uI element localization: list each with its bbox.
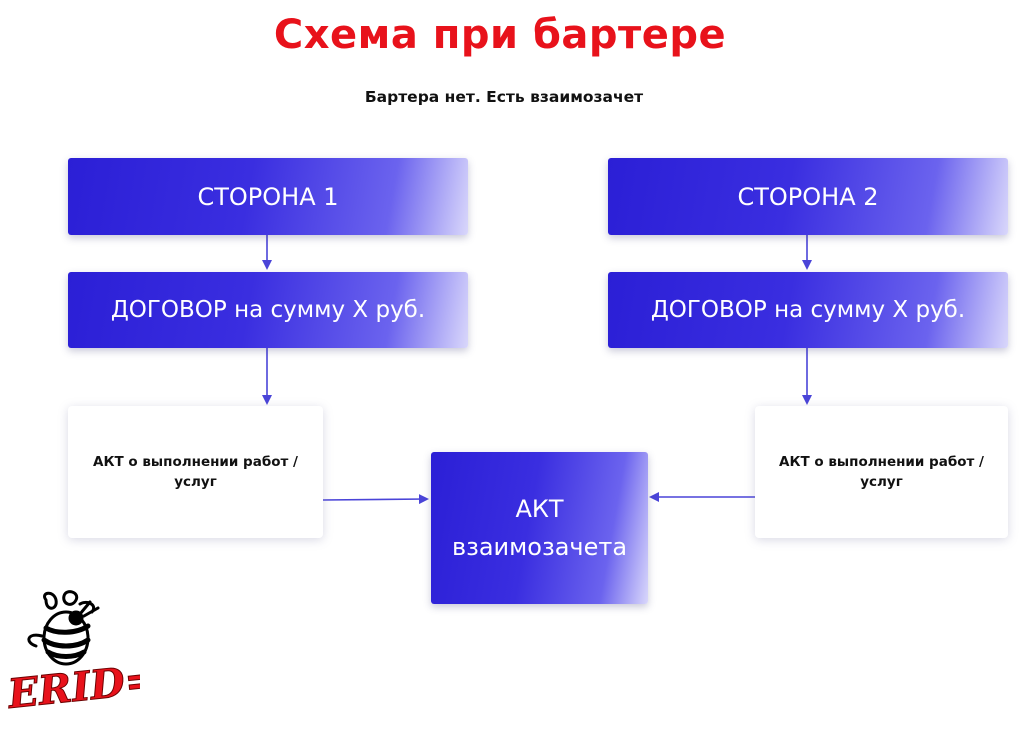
act-2-box: АКТ о выполнении работ / услуг <box>755 406 1008 538</box>
arrow-act1-to-offset <box>323 499 427 500</box>
act-1-box: АКТ о выполнении работ / услуг <box>68 406 323 538</box>
bee-icon <box>29 592 98 664</box>
party-1-box: СТОРОНА 1 <box>68 158 468 235</box>
party-1-label: СТОРОНА 1 <box>197 183 338 211</box>
party-2-box: СТОРОНА 2 <box>608 158 1008 235</box>
erid-logo: ERID=? <box>6 590 140 720</box>
act-1-label: АКТ о выполнении работ / услуг <box>76 452 315 493</box>
act-2-label: АКТ о выполнении работ / услуг <box>763 452 1000 493</box>
contract-1-label: ДОГОВОР на сумму Х руб. <box>111 297 425 323</box>
offset-act-line2: взаимозачета <box>452 528 627 566</box>
contract-1-box: ДОГОВОР на сумму Х руб. <box>68 272 468 348</box>
offset-act-box: АКТ взаимозачета <box>431 452 648 604</box>
contract-2-label: ДОГОВОР на сумму Х руб. <box>651 297 965 323</box>
offset-act-line1: АКТ <box>515 490 563 528</box>
party-2-label: СТОРОНА 2 <box>737 183 878 211</box>
contract-2-box: ДОГОВОР на сумму Х руб. <box>608 272 1008 348</box>
